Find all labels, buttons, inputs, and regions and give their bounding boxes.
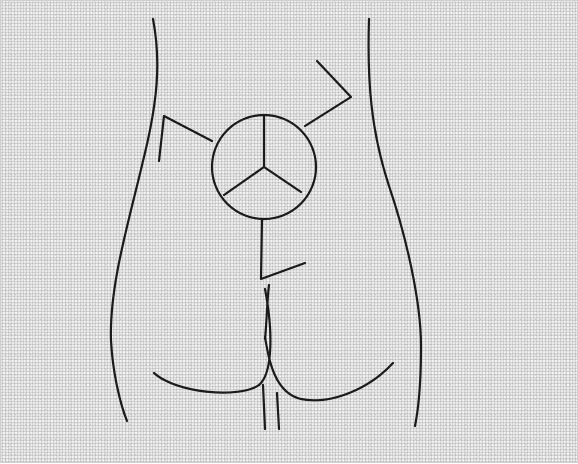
leader-line-lower-center [261, 219, 305, 279]
body-outline-right [369, 19, 421, 426]
buttock-left [154, 289, 270, 393]
marker-spoke-lower-left [224, 167, 264, 195]
circular-marker [212, 115, 316, 219]
marker-spoke-lower-right [264, 167, 301, 192]
leader-line-upper-left [159, 116, 212, 161]
body-outline-left [111, 19, 157, 421]
leader-line-upper-right [305, 61, 351, 126]
leg-line-right [277, 393, 279, 429]
leg-line-left [263, 385, 265, 429]
buttock-right [265, 337, 393, 400]
